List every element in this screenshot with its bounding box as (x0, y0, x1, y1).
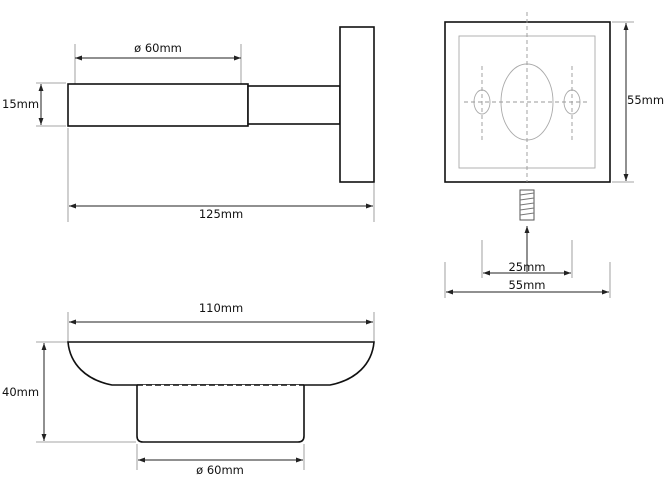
holder-rod (67, 83, 249, 127)
holder-neck (247, 85, 341, 125)
hole-spacing-label: 25mm (508, 260, 545, 274)
side-diameter-label: ø 60mm (134, 41, 182, 55)
plate-width-label: 55mm (508, 278, 545, 292)
screw-icon (519, 189, 535, 221)
dish-diameter-label: ø 60mm (196, 463, 244, 477)
wall-plate-side (339, 26, 375, 183)
side-height-label: 15mm (2, 97, 39, 111)
front-view: 55mm 25mm 55mm (444, 12, 664, 298)
dish-width-label: 110mm (199, 301, 243, 315)
soap-dish-bowl (67, 341, 375, 386)
dish-height-label: 40mm (2, 385, 39, 399)
dish-holder-ring (136, 385, 305, 443)
plate-height-label: 55mm (627, 93, 664, 107)
side-view: ø 60mm 15mm 125mm (2, 26, 375, 222)
dish-view: 110mm 40mm ø 60mm (2, 301, 375, 477)
side-length-label: 125mm (199, 207, 243, 221)
